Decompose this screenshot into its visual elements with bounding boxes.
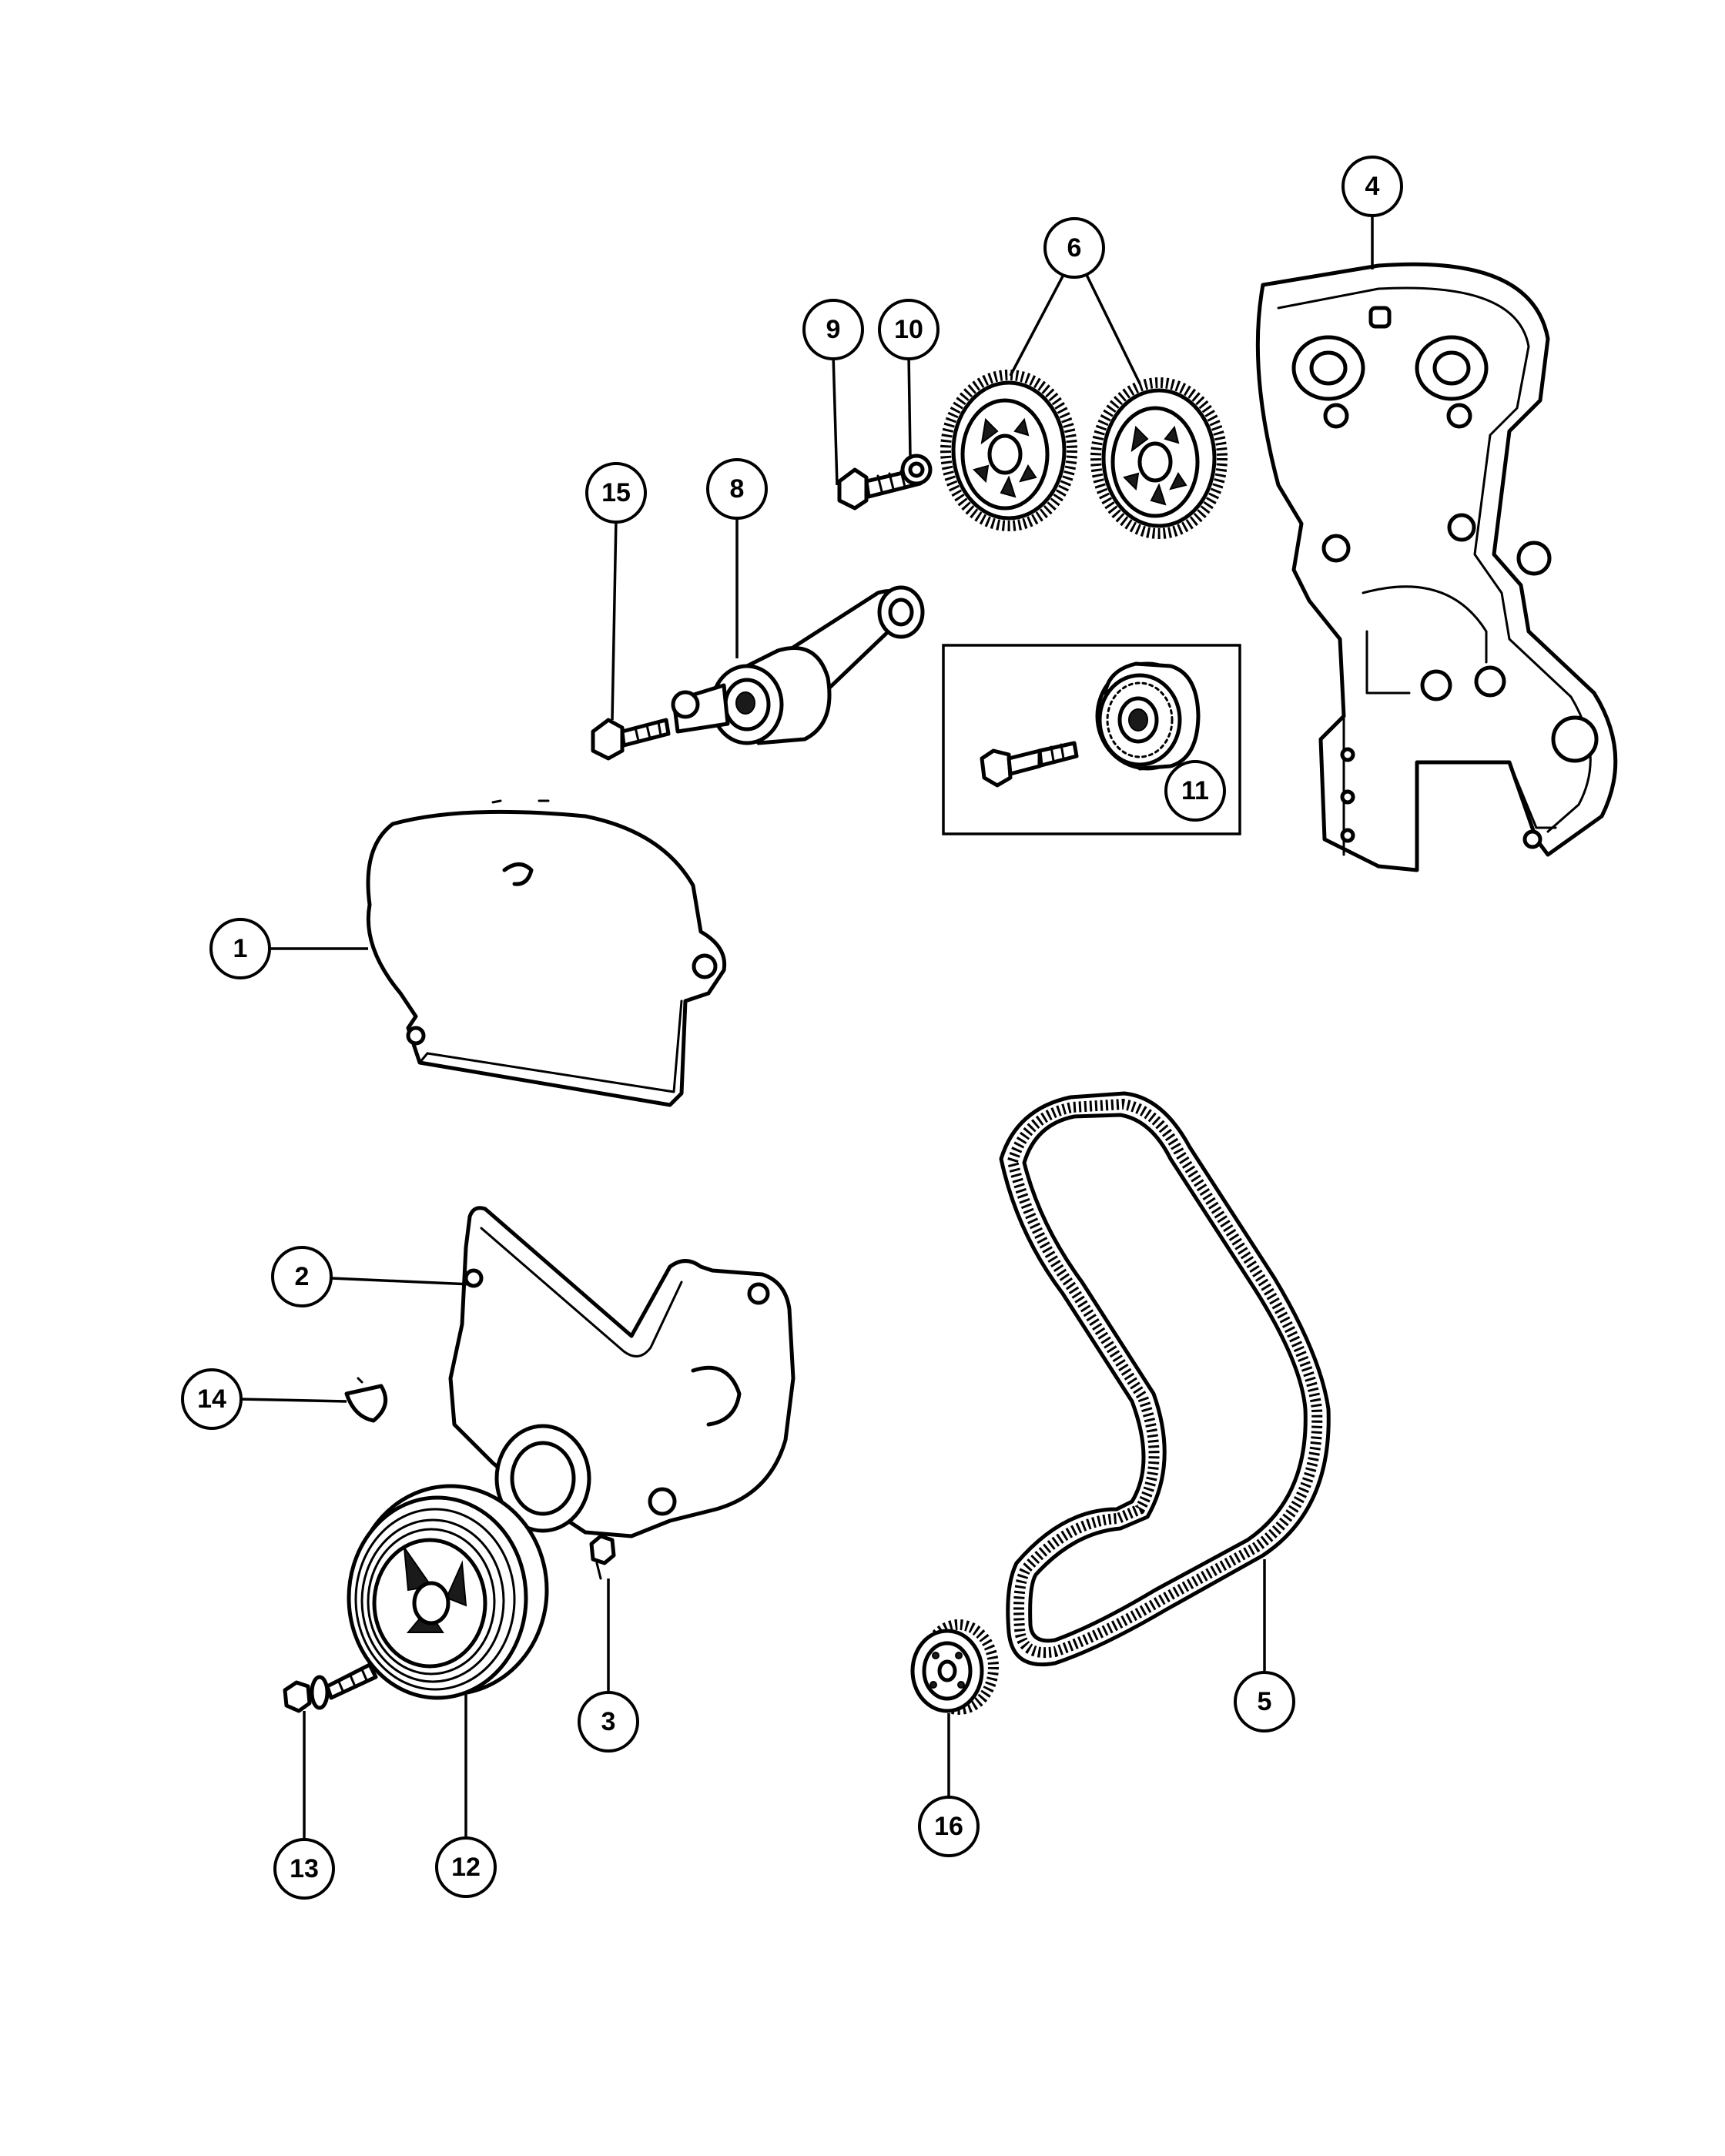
callout-1: 1	[209, 918, 271, 979]
callout-number: 1	[233, 934, 248, 963]
callout-number: 5	[1258, 1687, 1272, 1716]
damper-bolt	[283, 1662, 378, 1713]
callout-number: 11	[1181, 776, 1209, 805]
callout-number: 6	[1067, 233, 1082, 263]
callout-4: 4	[1341, 156, 1403, 217]
callout-5: 5	[1234, 1671, 1295, 1732]
callout-number: 9	[826, 315, 841, 344]
callout-number: 4	[1365, 172, 1380, 201]
callout-11: 11	[1164, 760, 1226, 822]
callout-number: 13	[290, 1854, 319, 1883]
callout-6: 6	[1043, 217, 1105, 279]
upper-front-cover	[366, 799, 727, 1107]
callout-number: 14	[197, 1384, 226, 1414]
lower-front-cover	[448, 1206, 796, 1538]
callout-13: 13	[273, 1838, 335, 1900]
callout-number: 2	[295, 1262, 310, 1291]
sprocket-washer	[900, 454, 933, 486]
callout-9: 9	[802, 299, 864, 360]
leader-lines	[238, 216, 1374, 1840]
crankshaft-damper	[347, 1484, 549, 1700]
callout-12: 12	[435, 1836, 497, 1898]
callout-10: 10	[878, 299, 940, 360]
callout-number: 10	[894, 315, 923, 344]
callout-2: 2	[271, 1246, 333, 1307]
callout-number: 8	[730, 474, 745, 504]
tensioner-bolt	[591, 718, 671, 761]
callout-number: 12	[451, 1853, 481, 1882]
callout-14: 14	[181, 1368, 243, 1430]
camshaft-sprockets	[940, 370, 1228, 539]
woodruff-key	[344, 1377, 388, 1423]
callout-16: 16	[918, 1796, 980, 1857]
rear-timing-cover	[1255, 262, 1618, 872]
callout-number: 16	[934, 1812, 963, 1841]
camshaft-sprocket-left	[940, 370, 1077, 531]
timing-belt	[999, 1091, 1331, 1667]
idler-pulley-inset	[942, 644, 1241, 835]
belt-tensioner	[671, 585, 925, 745]
callout-15: 15	[585, 462, 647, 524]
callout-number: 15	[601, 478, 631, 507]
callout-8: 8	[706, 458, 768, 520]
callout-number: 3	[601, 1707, 616, 1736]
crankshaft-sprocket	[910, 1619, 999, 1715]
camshaft-sprocket-right	[1090, 377, 1228, 539]
idler-bolt	[980, 741, 1079, 788]
cover-stud	[589, 1534, 616, 1580]
idler-pulley	[1095, 661, 1201, 771]
callout-3: 3	[578, 1691, 639, 1753]
